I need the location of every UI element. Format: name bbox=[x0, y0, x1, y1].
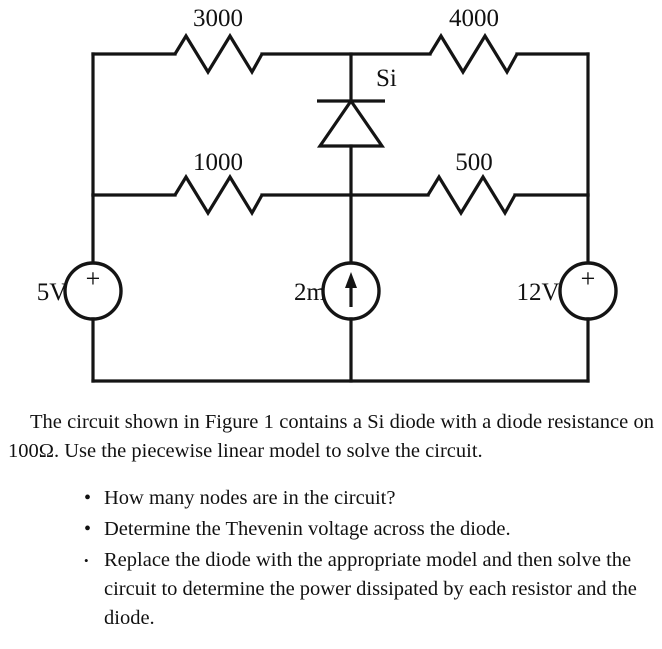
problem-statement: The circuit shown in Figure 1 contains a… bbox=[0, 400, 662, 635]
resistor-4000-label: 4000 bbox=[449, 5, 499, 32]
circuit-schematic-svg: 3000 4000 Si 1000 500 + 5V 2m bbox=[37, 5, 618, 383]
current-source-2m-label: 2m bbox=[294, 279, 327, 306]
list-item: • Replace the diode with the appropriate… bbox=[0, 546, 648, 633]
circuit-figure: 3000 4000 Si 1000 500 + 5V 2m bbox=[37, 5, 618, 383]
resistor-3000-label: 3000 bbox=[193, 5, 243, 32]
voltage-source-5v-label: 5V bbox=[37, 279, 68, 306]
resistor-1000-label: 1000 bbox=[193, 149, 243, 176]
resistor-500-label: 500 bbox=[455, 149, 493, 176]
voltage-source-12v-label: 12V bbox=[516, 279, 559, 306]
intro-paragraph: The circuit shown in Figure 1 contains a… bbox=[8, 411, 654, 462]
resistor-1000-symbol bbox=[173, 173, 264, 217]
list-item: • Determine the Thevenin voltage across … bbox=[0, 515, 648, 544]
list-item: • How many nodes are in the circuit? bbox=[0, 484, 648, 513]
bullet-icon: • bbox=[84, 553, 89, 568]
voltage-source-5v-polarity: + bbox=[86, 264, 101, 293]
diode-si-label: Si bbox=[376, 65, 397, 92]
resistor-4000-symbol bbox=[428, 32, 519, 76]
bullet-icon: • bbox=[84, 487, 92, 509]
resistor-500-symbol bbox=[426, 173, 517, 217]
task-text: Replace the diode with the appropriate m… bbox=[104, 549, 637, 629]
resistor-3000-symbol bbox=[173, 32, 264, 76]
task-text: How many nodes are in the circuit? bbox=[104, 487, 396, 509]
bullet-icon: • bbox=[84, 518, 92, 540]
current-source-arrow-head bbox=[345, 272, 357, 288]
task-text: Determine the Thevenin voltage across th… bbox=[104, 518, 511, 540]
diode-triangle bbox=[316, 98, 386, 148]
voltage-source-12v-polarity: + bbox=[581, 264, 596, 293]
task-list: • How many nodes are in the circuit? • D… bbox=[0, 484, 662, 633]
